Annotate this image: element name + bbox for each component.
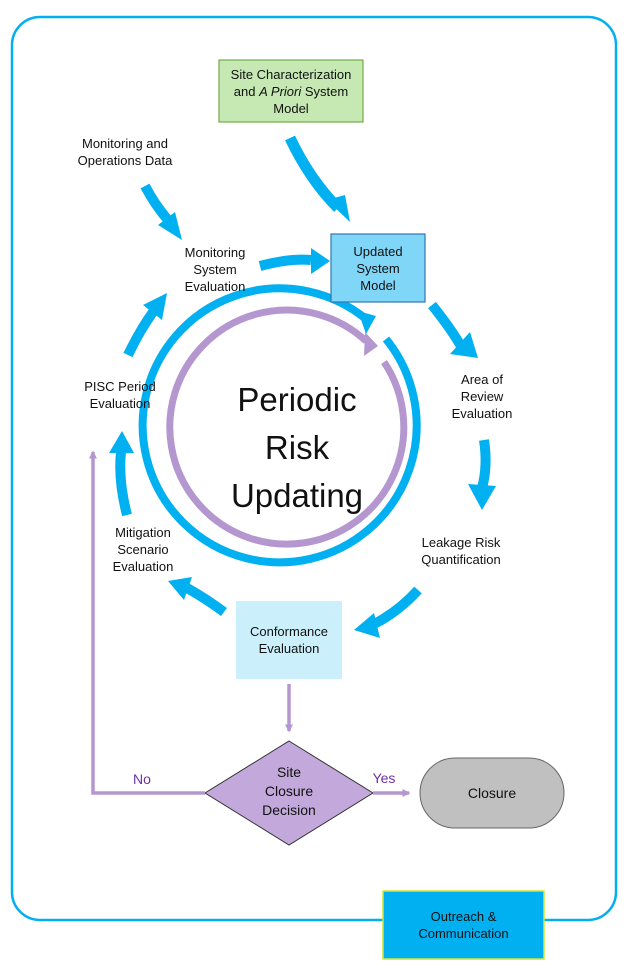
blue-arrow-aor-to-leakage — [468, 439, 496, 510]
site-characterization-box-shape — [218, 59, 364, 123]
no-edge-label: No — [133, 771, 151, 787]
outer-frame — [10, 15, 618, 922]
updated-system-model-label: Updated System Model — [353, 243, 403, 293]
purple-arrow-no-to-pisc — [89, 450, 205, 795]
monitoring-system-evaluation-label: Monitoring System Evaluation — [184, 245, 246, 294]
leakage-risk-label: Leakage Risk Quantification — [421, 535, 501, 567]
blue-arrow-monitoring-to-updated — [258, 248, 330, 274]
blue-arrow-mitigation-to-pisc — [109, 431, 134, 517]
closure-label: Closure — [467, 784, 517, 801]
blue-arrow-data-to-monitoring — [140, 183, 182, 240]
blue-arrow-leakage-to-conformance — [354, 586, 422, 638]
outreach-box-shape — [382, 890, 545, 960]
site-closure-decision-diamond — [204, 740, 374, 846]
site-characterization-label: Site Characterization and A Priori Syste… — [230, 66, 352, 116]
blue-arrow-updated-to-aor — [428, 301, 478, 358]
blue-arrow-conformance-to-mitigation — [168, 577, 227, 617]
updated-system-model-box-shape — [330, 233, 426, 303]
outreach-communication-label: Outreach & Communication — [418, 909, 509, 941]
conformance-evaluation-label: Conformance Evaluation — [249, 624, 329, 656]
pisc-period-evaluation-label: PISC Period Evaluation — [84, 379, 156, 411]
monitoring-operations-data-label: Monitoring and Operations Data — [77, 136, 173, 168]
site-closure-decision-label: Site Closure Decision — [262, 764, 316, 818]
periodic-risk-updating-title: Periodic Risk Updating — [230, 381, 364, 514]
purple-ring — [166, 306, 408, 548]
yes-edge-label: Yes — [372, 770, 396, 786]
purple-ring-head — [364, 332, 378, 356]
blue-ring-head — [358, 311, 376, 334]
blue-arrow-site-to-updated — [285, 135, 350, 222]
area-of-review-label: Area of Review Evaluation — [451, 372, 513, 421]
conformance-evaluation-box-shape — [236, 601, 342, 679]
closure-terminal-shape — [419, 757, 565, 829]
blue-ring — [138, 284, 421, 567]
mitigation-scenario-label: Mitigation Scenario Evaluation — [112, 525, 174, 574]
blue-arrow-pisc-to-monitoring — [123, 293, 167, 358]
